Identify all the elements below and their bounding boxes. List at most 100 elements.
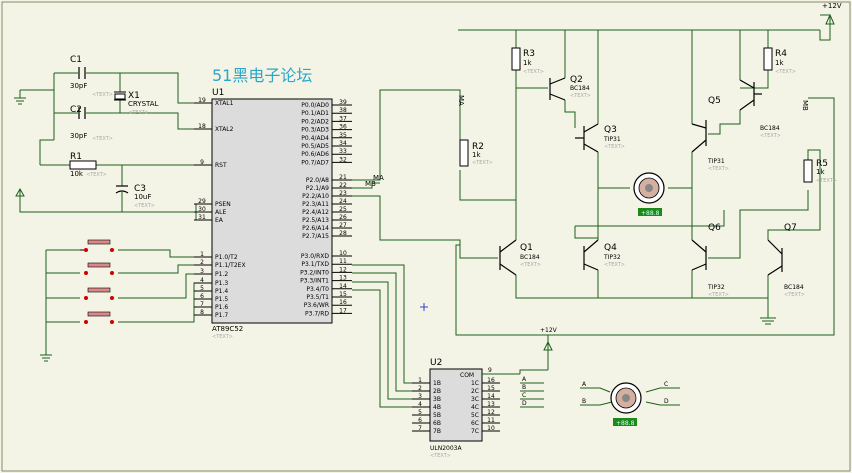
dc-motor-badge-text: +88.8 <box>641 210 660 217</box>
mcu-pin-number: 14 <box>339 283 347 290</box>
watermark-text: 51黑电子论坛 <box>212 66 312 85</box>
q3-value: TIP31 <box>603 136 621 143</box>
mcu-pin-name: EA <box>215 217 224 224</box>
mcu-pin-number: 37 <box>339 115 347 122</box>
u1-part: AT89C52 <box>212 325 243 333</box>
mcu-pin-number: 26 <box>339 214 347 221</box>
q6-text-tag: <TEXT> <box>708 292 729 298</box>
r5-ref: R5 <box>816 159 828 169</box>
ma-label-u1: MA <box>373 174 384 182</box>
mcu-pin-number: 21 <box>339 174 347 181</box>
driver-pin-number: 14 <box>487 393 495 400</box>
r4-ref: R4 <box>775 49 787 59</box>
c2-text-tag: <TEXT> <box>92 136 113 142</box>
mcu-pin-name: P1.1/T2EX <box>215 262 246 269</box>
mcu-pin-name: P3.1/TXD <box>301 261 329 268</box>
c2-ref: C2 <box>70 105 82 115</box>
q6-value: TIP32 <box>707 284 725 291</box>
r1-ref: R1 <box>70 152 82 162</box>
mcu-pin-name: PSEN <box>215 201 231 208</box>
mcu-pin-name: P2.1/A9 <box>306 185 329 192</box>
q6-ref: Q6 <box>708 223 721 233</box>
x1-ref: X1 <box>128 91 140 101</box>
driver-pin-name: 5B <box>433 412 441 419</box>
q1-ref: Q1 <box>520 243 533 253</box>
power-arrow-top-right <box>825 13 835 25</box>
resistor-r2 <box>459 139 469 167</box>
mcu-pin-name: XTAL2 <box>215 126 234 133</box>
q5-ref: Q5 <box>708 96 721 106</box>
mcu-pin-number: 16 <box>339 299 347 306</box>
push-button-3[interactable] <box>84 287 114 300</box>
mcu-pin-number: 28 <box>339 230 347 237</box>
mcu-pin-number: 10 <box>339 250 347 257</box>
mcu-pin-number: 1 <box>200 251 204 258</box>
push-button-2[interactable] <box>84 262 114 275</box>
q4-ref: Q4 <box>604 243 617 253</box>
ma-label-bridge: MA <box>457 95 465 106</box>
r2-value: 1k <box>472 151 481 159</box>
driver-pin-name: 5C <box>471 412 479 419</box>
q2-text-tag: <TEXT> <box>570 93 591 99</box>
mb-label-u1: MB <box>365 180 376 188</box>
push-button-1[interactable] <box>80 239 114 252</box>
driver-pin-name: 6C <box>471 420 479 427</box>
mcu-pin-name: P1.7 <box>215 312 228 319</box>
r4-value: 1k <box>775 59 784 67</box>
driver-pin-number: 12 <box>487 409 495 416</box>
d-label-driver: D <box>522 400 527 407</box>
q5-text-tag: <TEXT> <box>708 166 729 172</box>
mcu-pin-number: 38 <box>339 107 347 114</box>
mcu-pin-name: P3.6/WR <box>304 302 329 309</box>
q5b-value: BC184 <box>760 125 780 132</box>
driver-pin-name: 4B <box>433 404 441 411</box>
q2-value: BC184 <box>570 85 590 92</box>
driver-pin-name: 3C <box>471 396 479 403</box>
driver-pin-name: 2B <box>433 388 441 395</box>
driver-stepper-wires <box>520 382 680 408</box>
resistor-r4 <box>763 47 773 71</box>
capacitor-c2 <box>78 107 86 119</box>
mcu-pin-name: P0.1/AD1 <box>301 110 329 117</box>
driver-pin-number: 6 <box>418 417 422 424</box>
u2-ref: U2 <box>430 358 442 368</box>
q7-ref: Q7 <box>784 223 797 233</box>
mcu-pin-name: P2.7/A15 <box>302 233 329 240</box>
q5-value-tip: TIP31 <box>707 158 725 165</box>
mcu-pin-number: 5 <box>200 285 204 292</box>
resistor-r3 <box>511 47 521 71</box>
q1-value: BC184 <box>520 254 540 261</box>
c3-ref: C3 <box>134 184 146 194</box>
mcu-pin-name: P2.4/A12 <box>302 209 329 216</box>
mcu-pin-number: 32 <box>339 156 347 163</box>
q7-value: BC184 <box>784 284 804 291</box>
r4-text-tag: <TEXT> <box>775 69 796 75</box>
mcu-pin-number: 39 <box>339 99 347 106</box>
mcu-pin-number: 34 <box>339 140 347 147</box>
mcu-pin-name: P1.2 <box>215 271 228 278</box>
d-label-stepper: D <box>664 398 669 405</box>
c-label-driver: C <box>522 392 526 399</box>
transistor-symbols <box>499 77 783 276</box>
mcu-pin-name: P2.6/A14 <box>302 225 329 232</box>
push-button-4[interactable] <box>84 311 114 324</box>
resistor-r5 <box>803 159 813 183</box>
mcu-pin-name: P3.0/RXD <box>301 253 329 260</box>
mcu-pin-number: 6 <box>200 293 204 300</box>
u2-part: ULN2003A <box>430 445 462 452</box>
mcu-pin-number: 30 <box>198 206 206 213</box>
r3-ref: R3 <box>523 49 535 59</box>
driver-pin-name: 6B <box>433 420 441 427</box>
driver-pin-name: 2C <box>471 388 479 395</box>
mcu-pin-name: P2.2/A10 <box>302 193 329 200</box>
b-label-driver: B <box>522 384 526 391</box>
u2-com-label: COM <box>460 372 474 379</box>
driver-pin-number: 11 <box>487 417 495 424</box>
mcu-pin-number: 36 <box>339 124 347 131</box>
resistor-r1 <box>69 160 97 170</box>
mcu-pin-name: RST <box>215 162 227 169</box>
driver-pin-name: 3B <box>433 396 441 403</box>
q4-value: TIP32 <box>603 254 621 261</box>
